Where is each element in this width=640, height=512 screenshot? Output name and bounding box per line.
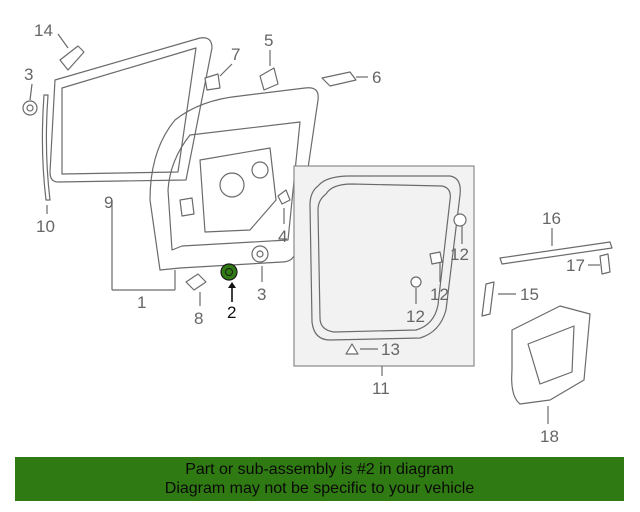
callout-9: 9 xyxy=(104,193,113,212)
clip-part-12-b xyxy=(429,251,443,282)
weatherstrip-box-part-11 xyxy=(293,165,475,376)
run-channel-part-10 xyxy=(41,94,51,214)
callout-7: 7 xyxy=(231,45,240,64)
banner-line-1: Part or sub-assembly is #2 in diagram xyxy=(185,461,454,478)
callout-12-a: 12 xyxy=(450,245,469,264)
callout-13: 13 xyxy=(381,340,400,359)
callout-12-b: 12 xyxy=(430,285,449,304)
highlighted-part-2 xyxy=(220,263,238,302)
callout-10: 10 xyxy=(36,217,55,236)
molding-part-16 xyxy=(499,228,613,265)
pad-part-4 xyxy=(277,189,291,224)
stopper-part-8 xyxy=(185,273,207,306)
callout-15: 15 xyxy=(520,285,539,304)
callout-11: 11 xyxy=(372,379,390,398)
banner-line-2: Diagram may not be specific to your vehi… xyxy=(164,480,475,497)
door-panel-part-1 xyxy=(111,87,319,291)
callout-18: 18 xyxy=(540,427,559,446)
clip-part-3-lower xyxy=(251,245,269,282)
clip-part-13 xyxy=(345,343,378,355)
bracket-part-7 xyxy=(204,63,233,91)
garnish-part-15 xyxy=(481,281,516,317)
callout-17: 17 xyxy=(566,256,585,275)
callout-14: 14 xyxy=(34,21,53,40)
clip-part-12-c xyxy=(410,276,422,304)
cover-part-17 xyxy=(588,253,611,275)
callout-2: 2 xyxy=(227,303,236,322)
info-banner: Part or sub-assembly is #2 in diagram Di… xyxy=(15,457,624,501)
hinge-part-5 xyxy=(259,50,279,91)
clip-part-3-upper xyxy=(22,83,38,116)
callout-5: 5 xyxy=(264,31,273,50)
callout-16: 16 xyxy=(542,209,561,228)
callout-8: 8 xyxy=(194,309,203,328)
callout-1: 1 xyxy=(137,293,146,312)
callout-6: 6 xyxy=(372,68,381,87)
callout-3-upper: 3 xyxy=(24,65,33,84)
weatherstrip-part-14 xyxy=(57,33,85,71)
callout-4: 4 xyxy=(278,227,287,246)
service-hole-cover-part-18 xyxy=(511,305,591,424)
clip-part-12-a xyxy=(453,213,467,244)
door-glass-frame-part-9 xyxy=(49,37,213,183)
callout-12-c: 12 xyxy=(406,307,425,326)
callout-3-lower: 3 xyxy=(257,285,266,304)
handle-part-6 xyxy=(321,71,368,87)
